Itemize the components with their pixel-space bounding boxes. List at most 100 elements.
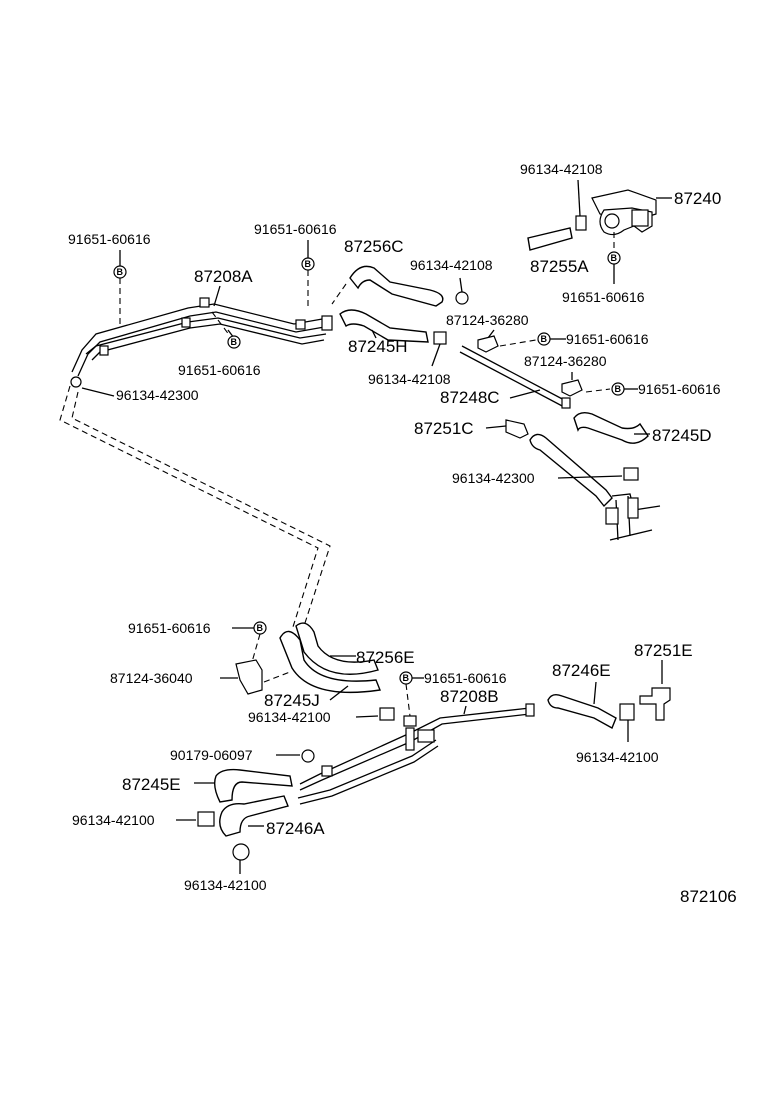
hose-87245H	[339, 309, 429, 343]
bolt-icon: B	[611, 382, 625, 396]
bolt-icon: B	[253, 621, 267, 635]
hose-87256E	[295, 622, 379, 675]
water-valve-87240	[591, 189, 657, 236]
label-87246E: 87246E	[552, 661, 611, 680]
hose-clamp-icon	[623, 467, 639, 481]
bolt-icon: B	[537, 332, 551, 346]
hose-clamp-icon	[70, 376, 82, 388]
label-87256E: 87256E	[356, 648, 415, 667]
hose-87246E	[547, 693, 617, 729]
label-91651-60616-r3: 91651-60616	[638, 381, 721, 397]
label-91651-60616-r2: 91651-60616	[566, 331, 649, 347]
label-87245D: 87245D	[652, 426, 712, 445]
bolt-icon: B	[399, 671, 413, 685]
pipe-clamp-icon	[235, 659, 263, 695]
svg-text:B: B	[257, 623, 264, 633]
hose-clamp-icon	[433, 331, 447, 345]
label-87208B: 87208B	[440, 687, 499, 706]
label-91651-60616-bl: 91651-60616	[128, 620, 211, 636]
hose-clamp-icon	[232, 843, 250, 861]
leader-87248C	[509, 389, 541, 399]
leader-96134-42300-l	[81, 387, 115, 397]
label-87240: 87240	[674, 189, 721, 208]
label-91651-60616-r1: 91651-60616	[562, 289, 645, 305]
hose-87246A	[219, 795, 289, 837]
bolt-icon: B	[113, 265, 127, 279]
diagram-ref-code: 872106	[680, 887, 737, 906]
leader-96134-42300-r	[557, 475, 623, 479]
label-96134-42108-mid: 96134-42108	[410, 257, 493, 273]
dashed-routing-line	[59, 385, 319, 631]
svg-text:B: B	[611, 253, 618, 263]
bolt-icon: B	[227, 335, 241, 349]
leader-87251C	[485, 425, 507, 429]
label-87208A: 87208A	[194, 267, 253, 286]
label-96134-42100-a: 96134-42100	[248, 709, 331, 725]
label-96134-42300-l: 96134-42300	[116, 387, 199, 403]
water-pipe-87248C	[459, 345, 571, 409]
label-90179-06097: 90179-06097	[170, 747, 253, 763]
label-96134-42100-r: 96134-42100	[576, 749, 659, 765]
label-91651-60616-tl: 91651-60616	[68, 231, 151, 247]
label-87245E: 87245E	[122, 775, 181, 794]
label-87251C: 87251C	[414, 419, 474, 438]
label-87256C: 87256C	[344, 237, 404, 256]
svg-text:B: B	[117, 267, 124, 277]
leader-96134-42108-top	[577, 179, 581, 217]
dashed-leader	[251, 633, 261, 663]
label-87251E: 87251E	[634, 641, 693, 660]
leader-96134-42100-a	[355, 715, 379, 718]
hose-clamp-icon	[575, 215, 587, 231]
hose-87245D	[573, 411, 649, 444]
leader-87208A	[213, 285, 221, 307]
bolt-icon: B	[301, 257, 315, 271]
dashed-leader	[499, 339, 537, 347]
svg-text:B: B	[403, 673, 410, 683]
label-96134-42108-top: 96134-42108	[520, 161, 603, 177]
leader-87245J	[329, 685, 349, 701]
svg-text:B: B	[305, 259, 312, 269]
hose-87256C	[349, 265, 444, 307]
label-96134-42300-r: 96134-42300	[452, 470, 535, 486]
leader-87246E	[593, 681, 597, 705]
dashed-leader	[405, 683, 411, 717]
label-91651-60616-tm: 91651-60616	[254, 221, 337, 237]
label-96134-42108-low: 96134-42108	[368, 371, 451, 387]
bypass-fitting-87251C	[505, 419, 529, 439]
pipe-clamp-icon	[561, 379, 583, 397]
nut-icon	[301, 749, 315, 763]
water-pipe-87208B	[297, 703, 535, 805]
label-87124-36040: 87124-36040	[110, 670, 193, 686]
hose-clamp-icon	[455, 291, 469, 305]
hose-87255A	[527, 227, 573, 251]
hose-87245E	[213, 768, 293, 803]
hose-clamp-icon	[379, 707, 395, 721]
leader-96134-42108-low	[431, 343, 441, 367]
svg-text:B: B	[541, 334, 548, 344]
heater-core-outlet	[605, 493, 661, 541]
dashed-leader	[211, 311, 231, 337]
label-87245H: 87245H	[348, 337, 408, 356]
label-87124-36280-a: 87124-36280	[446, 312, 529, 328]
dashed-leader	[585, 388, 611, 393]
label-87124-36280-b: 87124-36280	[524, 353, 607, 369]
pipe-clamp-icon	[477, 335, 499, 353]
hose-87245J	[279, 630, 381, 694]
dashed-leader	[263, 671, 291, 683]
leader-87208B	[463, 705, 467, 715]
label-96134-42100-c: 96134-42100	[184, 877, 267, 893]
label-87255A: 87255A	[530, 257, 589, 276]
hose-lower-right	[529, 433, 613, 508]
svg-text:B: B	[231, 337, 238, 347]
hose-clamp-icon	[619, 703, 635, 721]
bypass-fitting-87251E	[639, 687, 671, 721]
label-96134-42100-b: 96134-42100	[72, 812, 155, 828]
dashed-routing-line	[71, 391, 331, 627]
label-91651-60616-bm: 91651-60616	[424, 670, 507, 686]
label-87248C: 87248C	[440, 388, 500, 407]
dashed-leader	[331, 283, 347, 305]
hose-clamp-icon	[197, 811, 215, 827]
label-91651-60616-mid: 91651-60616	[178, 362, 261, 378]
